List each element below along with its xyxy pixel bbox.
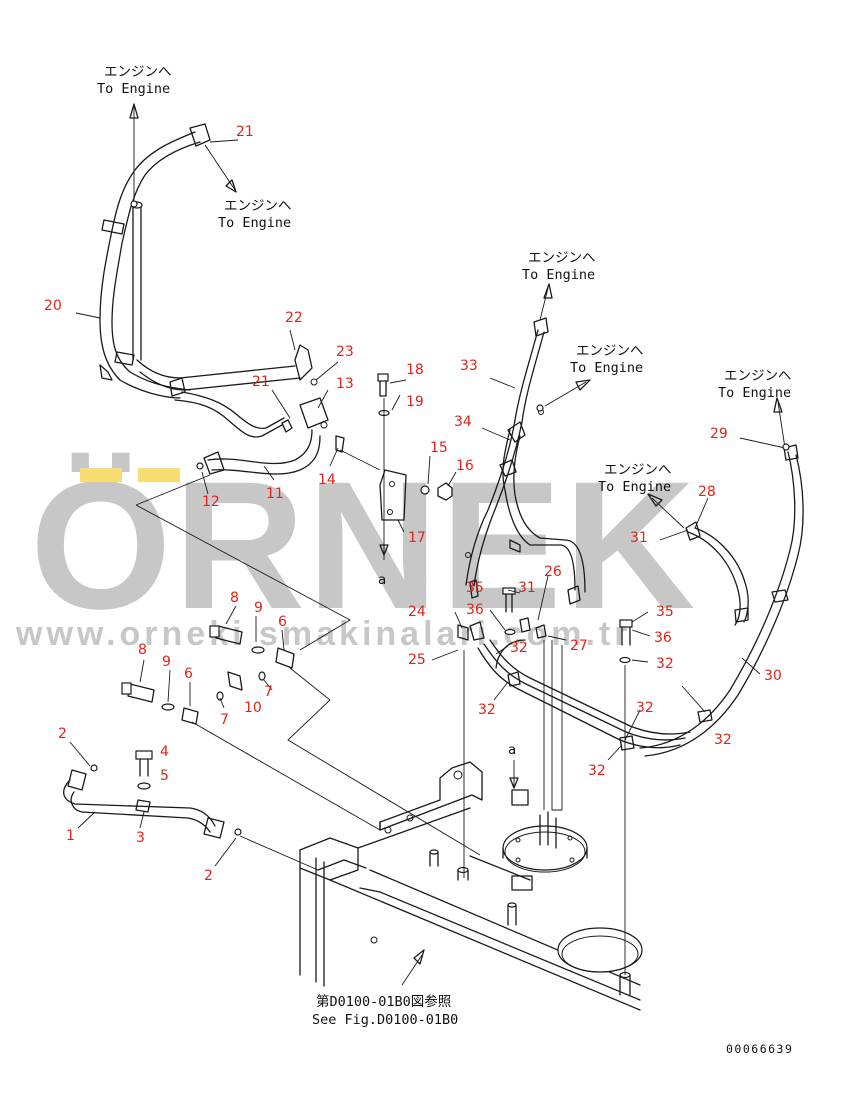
callout-label: 1 [66, 828, 75, 844]
hose-assembly-top-left [99, 123, 345, 475]
callout-label: 4 [160, 744, 169, 760]
engine-note-en: To Engine [97, 81, 170, 97]
reference-note-en: See Fig.D0100-01B0 [312, 1012, 458, 1028]
callout-label: 11 [266, 486, 284, 502]
callout-label: 14 [318, 472, 336, 488]
callout-label: 8 [138, 642, 147, 658]
callout-label: 15 [430, 440, 448, 456]
engine-note-en: To Engine [718, 385, 791, 401]
callout-label: 16 [456, 458, 474, 474]
callout-label: 21 [236, 124, 254, 140]
callout-label: 10 [244, 700, 262, 716]
callout-label: 8 [230, 590, 239, 606]
frame-assembly [299, 761, 641, 1011]
callout-label: 7 [220, 712, 229, 728]
detail-label-a: a [378, 572, 386, 588]
bracket-assembly-17 [339, 373, 453, 560]
callout-label: 18 [406, 362, 424, 378]
watermark: ÖRNEK www.orneki smakinalari.com.tr [15, 443, 695, 653]
callout-label: 33 [460, 358, 478, 374]
engine-note-jp: エンジンへ [528, 250, 596, 266]
callout-label: 36 [654, 630, 672, 646]
callout-label: 21 [252, 374, 270, 390]
engine-note-jp: エンジンへ [604, 462, 672, 478]
callout-label: 35 [466, 580, 484, 596]
callout-label: 6 [184, 666, 193, 682]
callout-label: 12 [202, 494, 220, 510]
watermark-url: www.orneki smakinalari.com.tr [15, 615, 631, 653]
callout-labels: 21 20 22 23 21 13 18 19 15 16 17 14 11 1… [44, 124, 782, 884]
callout-label: 31 [518, 580, 536, 596]
engine-note-en: To Engine [218, 215, 291, 231]
callout-label: 17 [408, 530, 426, 546]
callout-label: 22 [285, 310, 303, 326]
callout-label: 19 [406, 394, 424, 410]
engine-notes: エンジンへ To Engine エンジンへ To Engine エンジンへ To… [97, 64, 793, 1056]
engine-note-en: To Engine [570, 360, 643, 376]
callout-label: 28 [698, 484, 716, 500]
callout-label: 32 [588, 763, 606, 779]
callout-label: 9 [254, 600, 263, 616]
leader-lines [69, 139, 786, 986]
callout-label: 13 [336, 376, 354, 392]
callout-label: 32 [478, 702, 496, 718]
callout-label: 24 [408, 604, 426, 620]
callout-label: 32 [510, 640, 528, 656]
tank-cover-assembly [502, 789, 643, 996]
callout-label: 30 [764, 668, 782, 684]
fitting-assembly-left [63, 462, 481, 871]
callout-label: 32 [656, 656, 674, 672]
engine-note-en: To Engine [522, 267, 595, 283]
callout-label: 29 [710, 426, 728, 442]
engine-note-en: To Engine [598, 479, 671, 495]
callout-label: 3 [136, 830, 145, 846]
to-engine-arrows [129, 103, 790, 529]
watermark-accent-left [80, 468, 122, 482]
engine-note-jp: エンジンへ [576, 343, 644, 359]
callout-label: 7 [264, 684, 273, 700]
callout-label: 2 [204, 868, 213, 884]
callout-label: 6 [278, 614, 287, 630]
detail-label-a: a [508, 742, 516, 758]
engine-note-jp: エンジンへ [104, 64, 172, 80]
callout-label: 26 [544, 564, 562, 580]
callout-label: 32 [714, 732, 732, 748]
callout-label: 25 [408, 652, 426, 668]
engine-note-jp: エンジンへ [224, 198, 292, 214]
document-id: 00066639 [726, 1042, 793, 1056]
callout-label: 27 [570, 638, 588, 654]
reference-note-jp: 第D0100-01B0図参照 [316, 993, 451, 1010]
callout-label: 23 [336, 344, 354, 360]
callout-label: 32 [636, 700, 654, 716]
callout-label: 34 [454, 414, 472, 430]
watermark-accent-right [138, 468, 180, 482]
engine-note-jp: エンジンへ [724, 368, 792, 384]
callout-label: 20 [44, 298, 62, 314]
hose-assembly-center-right [457, 317, 804, 975]
callout-label: 5 [160, 768, 169, 784]
callout-label: 2 [58, 726, 67, 742]
callout-label: 9 [162, 654, 171, 670]
callout-label: 35 [656, 604, 674, 620]
callout-label: 36 [466, 602, 484, 618]
callout-label: 31 [630, 530, 648, 546]
